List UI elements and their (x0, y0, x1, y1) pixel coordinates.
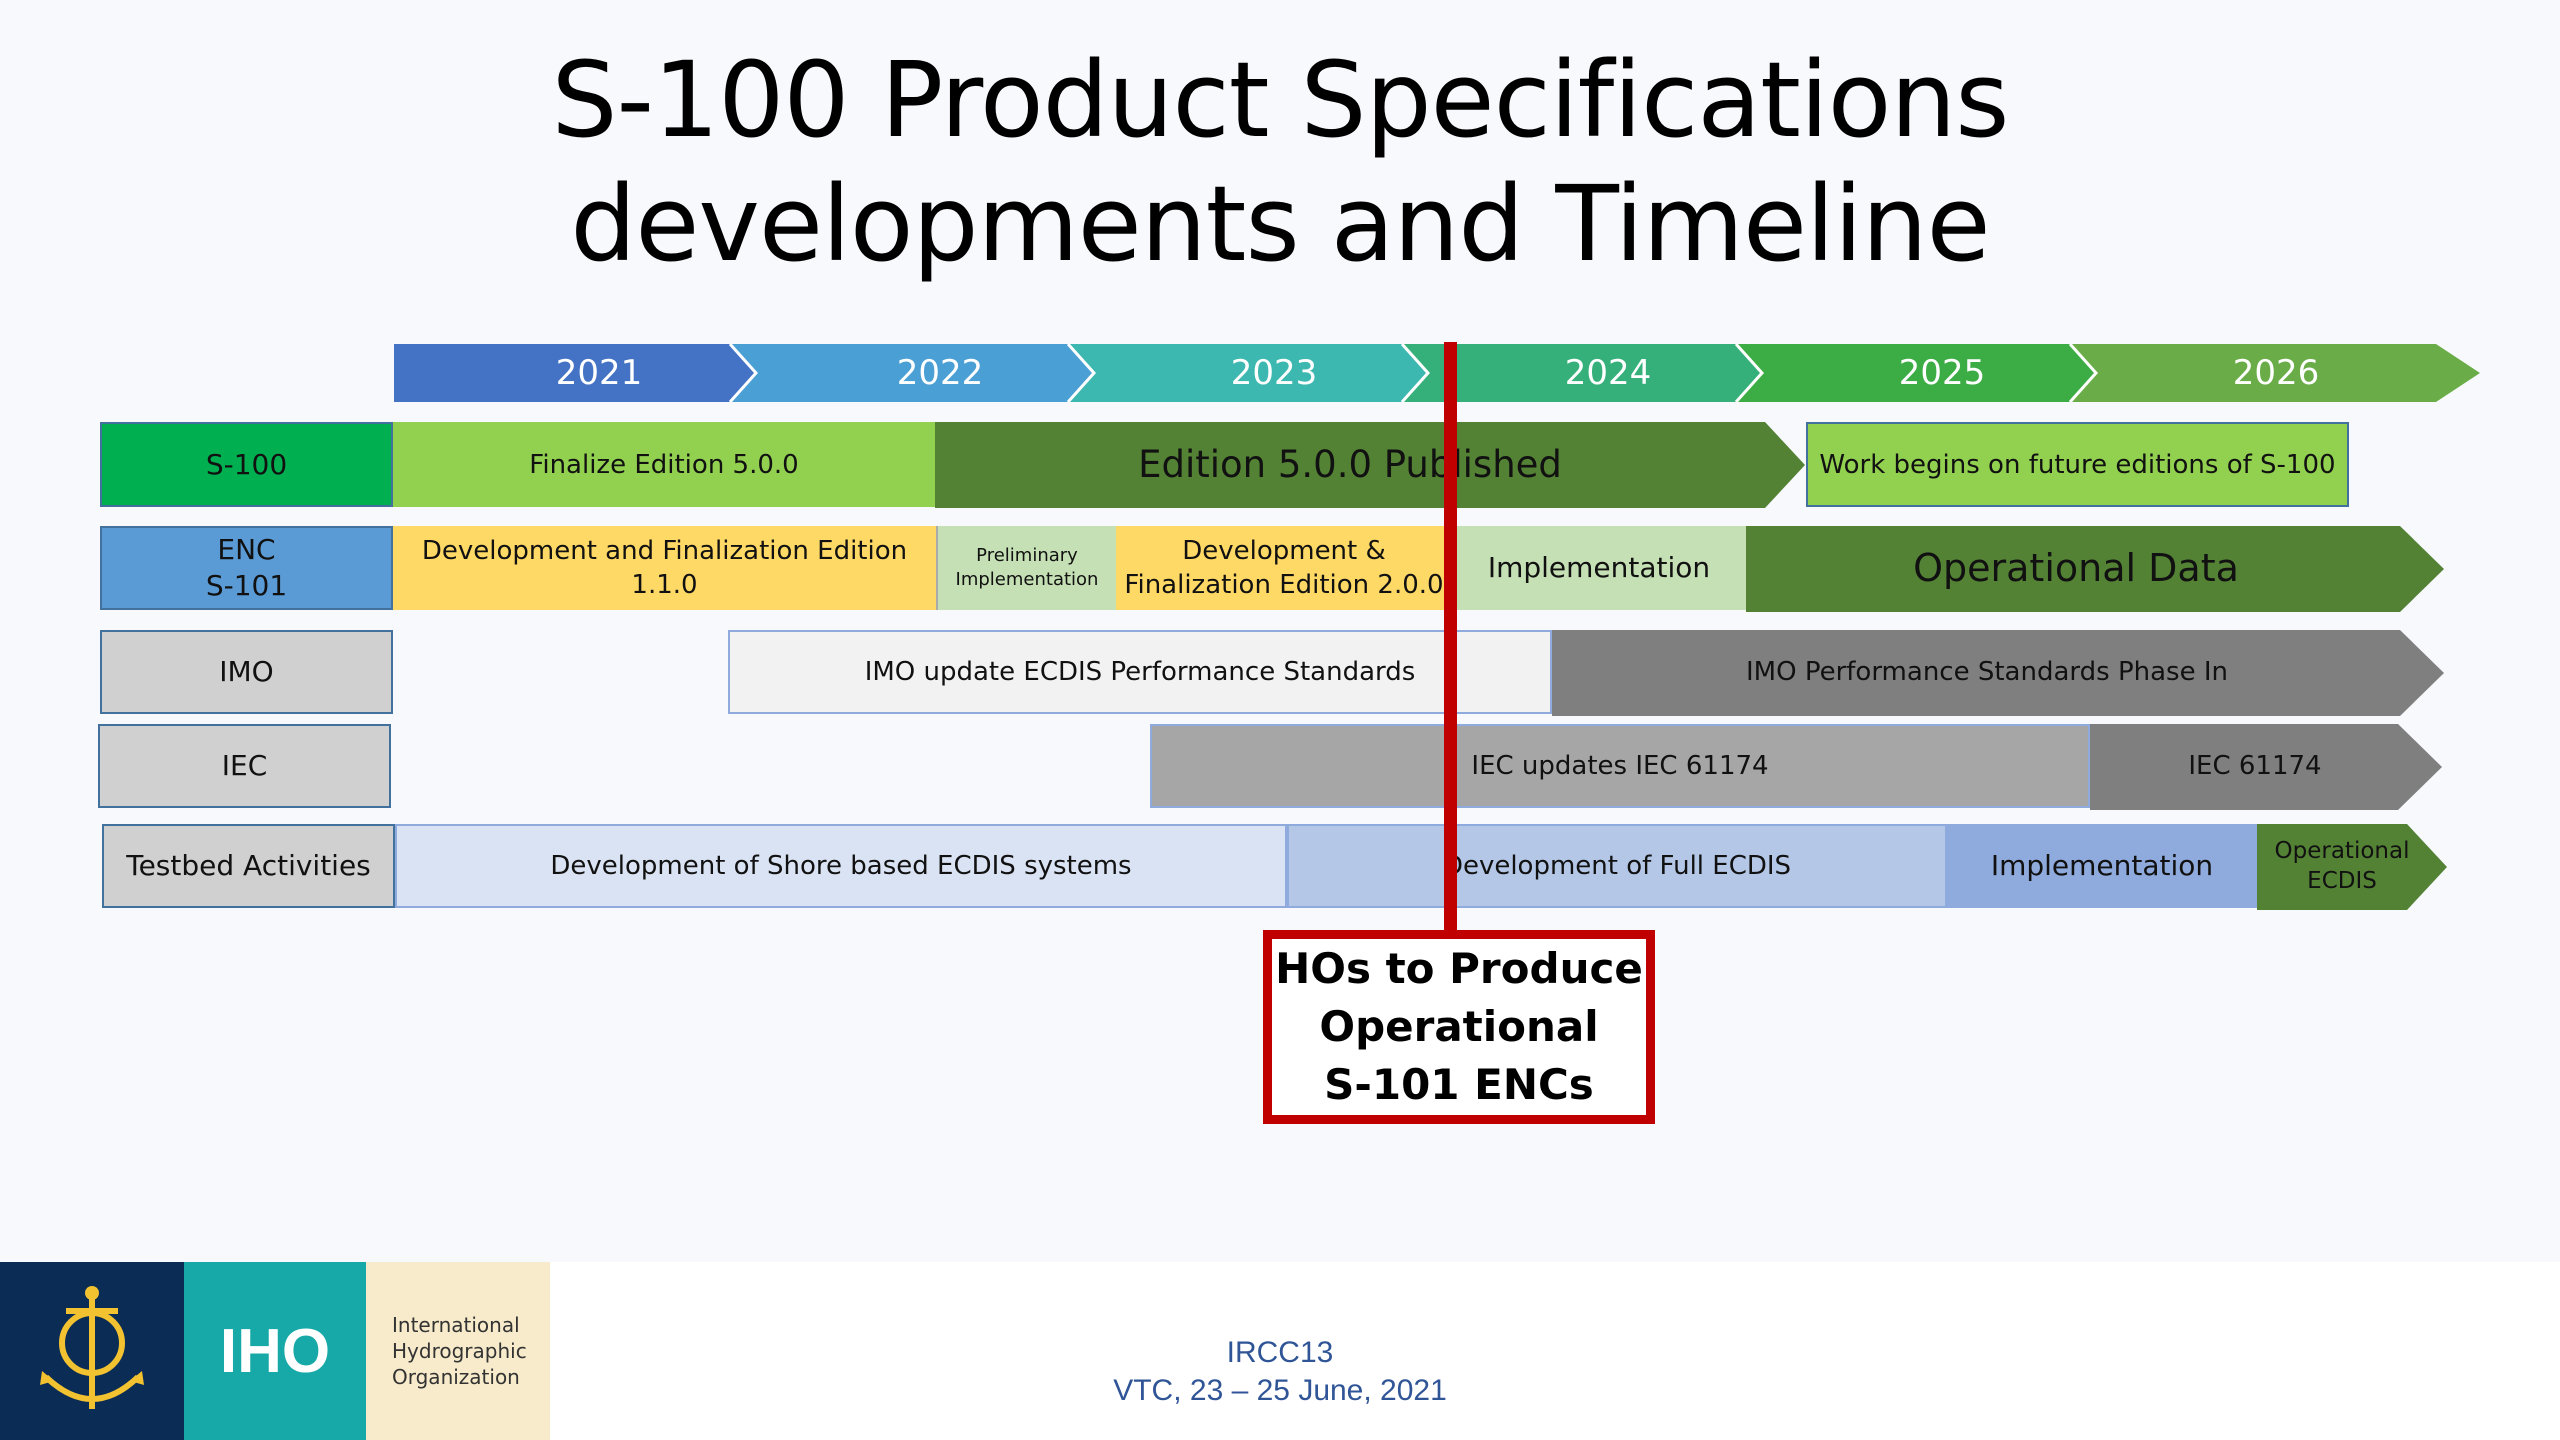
row-label-testbed: Testbed Activities (102, 824, 395, 908)
year-timeline-arrows (394, 344, 2480, 402)
iho-emblem (0, 1262, 184, 1440)
year-label-2024: 2024 (1564, 352, 1652, 393)
bar-imo-update: IMO update ECDIS Performance Standards (728, 630, 1552, 714)
year-label-2026: 2026 (2232, 352, 2320, 393)
bar-dev-edition-1-1: Development and Finalization Edition 1.1… (393, 526, 936, 610)
year-arrow-2023 (1068, 344, 1428, 402)
year-arrow-2022 (730, 344, 1094, 402)
current-date-marker (1444, 342, 1457, 932)
bar-operational-data-arrow (1746, 526, 2444, 612)
slide-title: S-100 Product Specifications development… (0, 38, 2560, 286)
bar-imo-phase-in: IMO Performance Standards Phase In (1746, 657, 2228, 687)
org-name: International Hydrographic Organization (366, 1262, 550, 1440)
row-label-s100: S-100 (100, 422, 393, 507)
bar-iec-updates: IEC updates IEC 61174 (1150, 724, 2090, 808)
bar-dev-edition-2: Development & Finalization Edition 2.0.0 (1116, 526, 1452, 610)
year-arrow-2024 (1402, 344, 1762, 402)
bar-edition-published-arrow (935, 422, 1805, 508)
year-arrow-2025 (1736, 344, 2096, 402)
anchor-emblem-icon (40, 1286, 144, 1409)
bar-iec-61174: IEC 61174 (2188, 751, 2322, 781)
callout-line-1: HOs to Produce (1275, 944, 1643, 993)
bar-shore-ecdis: Development of Shore based ECDIS systems (395, 824, 1287, 908)
bar-operational-ecdis-arrow (2257, 824, 2447, 910)
callout-box: HOs to Produce Operational S-101 ENCs (1263, 930, 1655, 1124)
year-arrow-2021 (394, 344, 756, 402)
conference-info: IRCC13 VTC, 23 – 25 June, 2021 (1113, 1336, 1447, 1407)
row-label-imo: IMO (100, 630, 393, 714)
callout-line-3: S-101 ENCs (1324, 1060, 1594, 1109)
iho-logo: IHO (184, 1262, 366, 1440)
bar-future-editions: Work begins on future editions of S-100 (1806, 422, 2349, 507)
year-label-2021: 2021 (555, 352, 643, 393)
bar-preliminary-impl: Preliminary Implementation (936, 526, 1116, 610)
bar-full-ecdis: Development of Full ECDIS (1287, 824, 1947, 908)
row-label-s101: ENC S-101 (100, 526, 393, 610)
year-label-2022: 2022 (896, 352, 984, 393)
title-line-2: developments and Timeline (570, 163, 1990, 285)
bar-iec-61174-arrow (2090, 724, 2442, 810)
bar-finalize-edition-5: Finalize Edition 5.0.0 (393, 422, 935, 507)
bar-operational-ecdis: Operational ECDIS (2274, 838, 2410, 894)
bar-edition-published: Edition 5.0.0 Published (1138, 443, 1562, 486)
year-arrow-2026 (2070, 344, 2480, 402)
bar-operational-data: Operational Data (1913, 546, 2239, 590)
footer: IHO International Hydrographic Organizat… (0, 1262, 2560, 1440)
callout-line-2: Operational (1319, 1002, 1599, 1051)
bar-s101-implementation: Implementation (1452, 526, 1746, 610)
year-label-2023: 2023 (1230, 352, 1318, 393)
bar-testbed-implementation: Implementation (1947, 824, 2257, 908)
bar-imo-phase-in-arrow (1552, 630, 2444, 716)
row-label-iec: IEC (98, 724, 391, 808)
title-line-1: S-100 Product Specifications (551, 39, 2010, 161)
year-label-2025: 2025 (1898, 352, 1986, 393)
